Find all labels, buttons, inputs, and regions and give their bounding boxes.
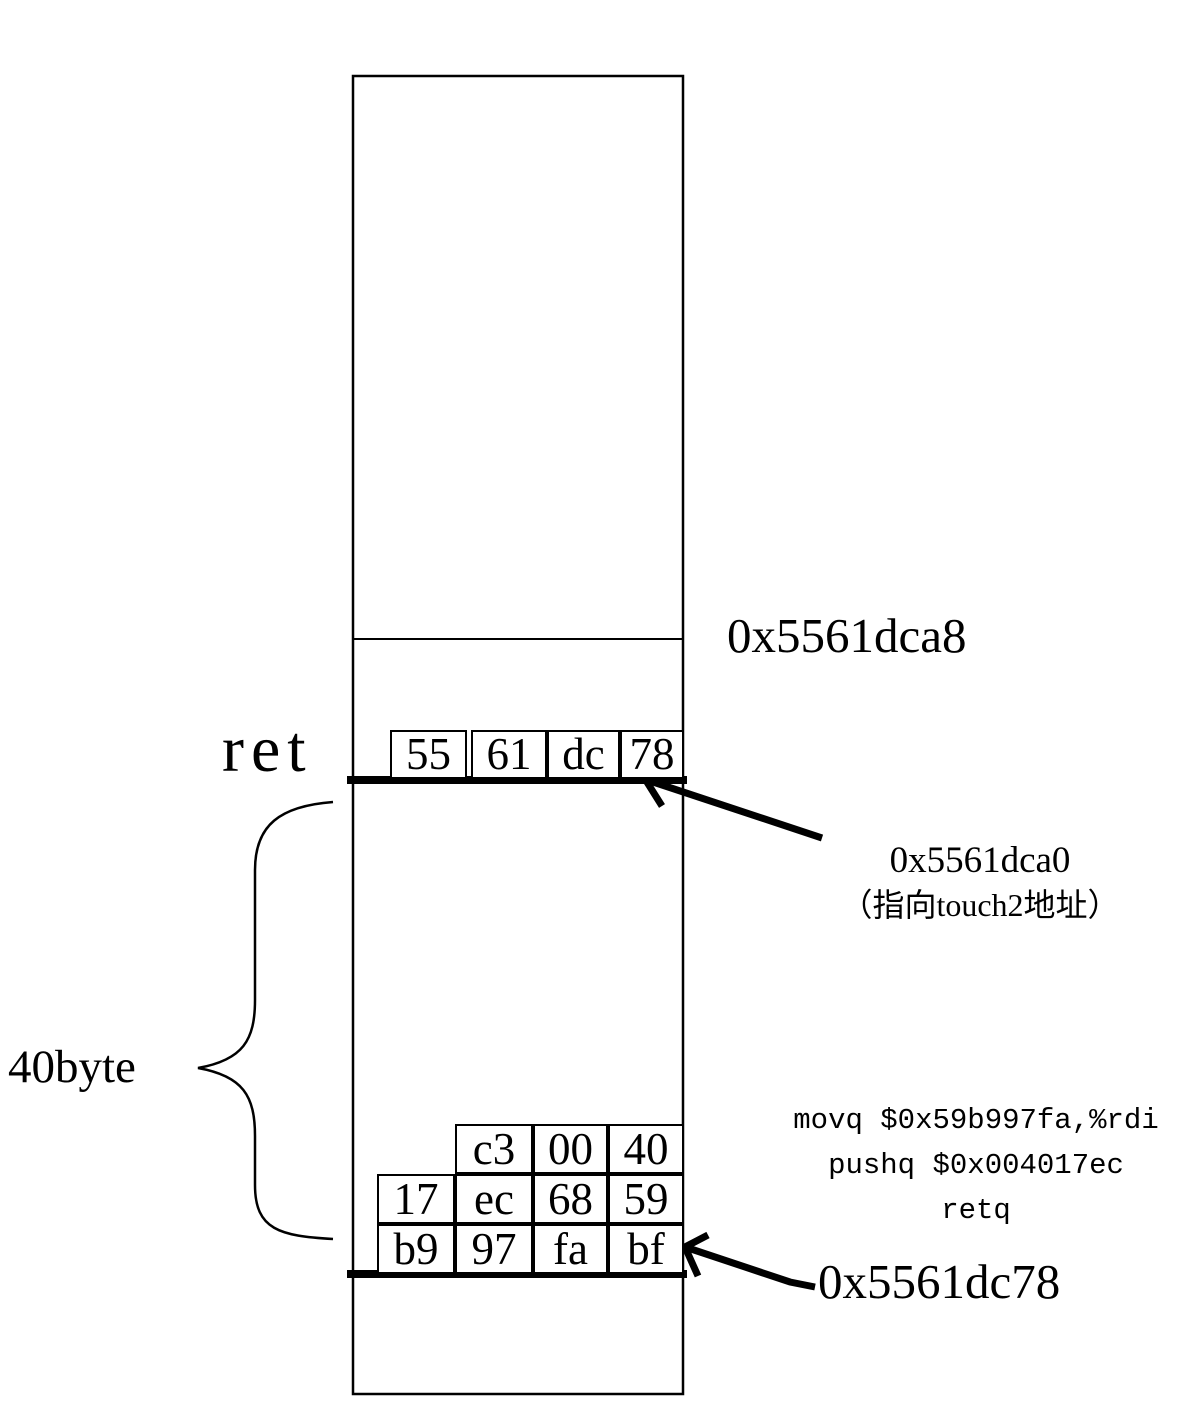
asm-line-2: pushq $0x004017ec xyxy=(828,1149,1124,1182)
buffer-size-label: 40byte xyxy=(8,1041,136,1093)
address-label-bottom: 0x5561dc78 xyxy=(818,1254,1061,1309)
byte-cell-ret-0: 55 xyxy=(390,730,467,779)
ret-address-value: 0x5561dca0 xyxy=(889,840,1071,881)
byte-cell-ret-3: 78 xyxy=(620,730,684,779)
ret-address-note: （指向touch2地址） xyxy=(840,887,1120,924)
arrow-to-buffer-line-icon xyxy=(680,1231,816,1291)
byte-cell-ret-2: dc xyxy=(547,730,620,779)
byte-cell-g0-1: 00 xyxy=(533,1124,608,1174)
injected-asm-listing: movq $0x59b997fa,%rdi pushq $0x004017ec … xyxy=(770,1098,1182,1233)
byte-cell-g2-0: b9 xyxy=(377,1224,455,1274)
brace-40byte-icon xyxy=(197,800,334,1241)
byte-cell-g1-2: 68 xyxy=(533,1174,608,1224)
byte-cell-g1-1: ec xyxy=(455,1174,533,1224)
byte-cell-g1-3: 59 xyxy=(608,1174,684,1224)
asm-line-3: retq xyxy=(941,1194,1011,1227)
byte-cell-g2-2: fa xyxy=(533,1224,608,1274)
byte-cell-g2-3: bf xyxy=(608,1224,684,1274)
byte-cell-g1-0: 17 xyxy=(377,1174,455,1224)
byte-cell-g0-0: c3 xyxy=(455,1124,533,1174)
byte-cell-g2-1: 97 xyxy=(455,1224,533,1274)
ret-address-annotation: 0x5561dca0 （指向touch2地址） xyxy=(790,838,1170,927)
byte-cell-g0-2: 40 xyxy=(608,1124,684,1174)
byte-cell-ret-1: 61 xyxy=(471,730,547,779)
ret-label: ret xyxy=(222,713,313,786)
asm-line-1: movq $0x59b997fa,%rdi xyxy=(793,1104,1159,1137)
address-label-top: 0x5561dca8 xyxy=(727,608,967,663)
